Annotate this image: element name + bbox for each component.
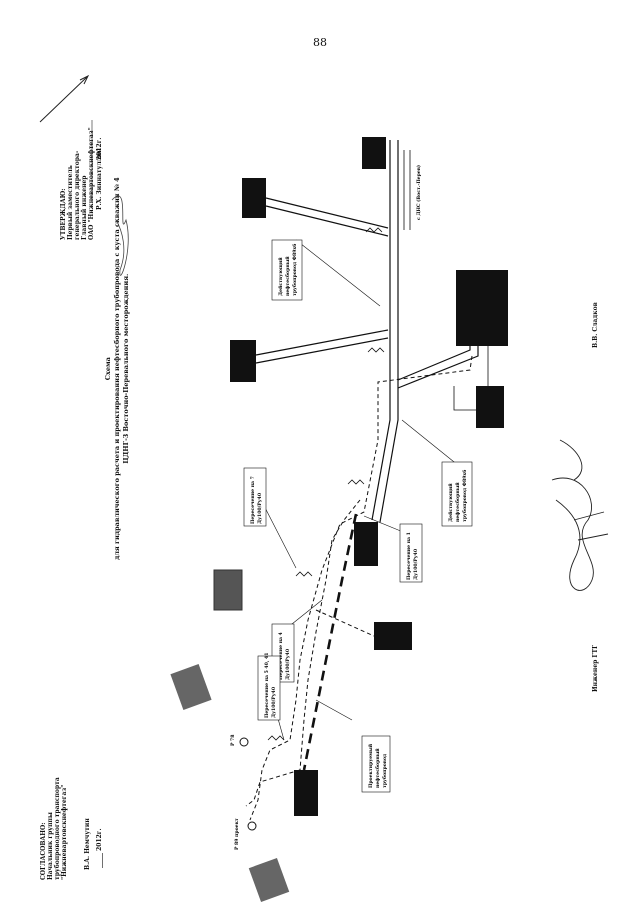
svg-text:Пересечение на 1: Пересечение на 1 (406, 532, 412, 580)
grey-block (170, 664, 212, 710)
node-r78 (239, 737, 249, 747)
projected-pipeline (302, 513, 358, 771)
node-r89 (247, 821, 257, 831)
grey-block (248, 857, 290, 903)
approval-signature (39, 74, 90, 123)
grey-block (213, 569, 243, 611)
crossing-symbols (267, 227, 385, 741)
facility-block (374, 622, 412, 650)
dns-label: с ДНС (Вост.-Перев) (415, 165, 422, 220)
node-r78-label: Р 78 (230, 735, 236, 746)
facility-block (456, 270, 508, 346)
svg-text:нефтесборный: нефтесборный (374, 748, 381, 788)
label-crossing-3: Пересечение на 7 Ду100/Ру40 (243, 467, 267, 527)
approval-scribble (111, 195, 129, 276)
connector-line (453, 386, 476, 411)
page-number: 88 (313, 36, 327, 49)
svg-text:Ду100/Ру40: Ду100/Ру40 (285, 649, 291, 680)
svg-text:Действующий: Действующий (447, 483, 454, 522)
svg-text:нефтесборный: нефтесборный (454, 482, 461, 522)
svg-text:трубопровод: трубопровод (381, 754, 388, 788)
svg-text:трубопровод Ф89x6: трубопровод Ф89x6 (291, 244, 298, 296)
svg-text:Пересечение на 7: Пересечение на 7 (250, 476, 256, 524)
svg-text:Ду100/Ру40: Ду100/Ру40 (413, 549, 419, 580)
projected-network (245, 355, 473, 821)
facility-block (242, 178, 266, 218)
label-existing-top: Действующий нефтесборный трубопровод Ф89… (271, 239, 303, 301)
svg-text:Проектируемый: Проектируемый (367, 743, 374, 788)
node-r89-label: Р 89 проект (234, 818, 240, 850)
facility-block (294, 770, 318, 816)
svg-text:Ду100/Ру40: Ду100/Ру40 (271, 687, 277, 718)
handwritten-signature (551, 439, 609, 591)
existing-pipeline (255, 140, 479, 523)
label-existing-bottom: Действующий нефтесборный трубопровод Ф89… (441, 461, 473, 527)
svg-text:Пересечение на 5 40, 41: Пересечение на 5 40, 41 (264, 653, 270, 718)
label-projected: Проектируемый нефтесборный трубопровод (361, 735, 391, 793)
facility-block (230, 340, 256, 382)
svg-text:Ду100/Ру40: Ду100/Ру40 (257, 493, 263, 524)
facility-block (354, 522, 378, 566)
facility-block (362, 137, 386, 169)
svg-text:трубопровод Ф89x6: трубопровод Ф89x6 (461, 470, 468, 522)
svg-text:Действующий: Действующий (277, 257, 284, 296)
svg-text:нефтесборный: нефтесборный (284, 256, 291, 296)
facility-block (476, 386, 504, 428)
label-crossing-1: Пересечение на 1 Ду100/Ру40 (399, 523, 423, 583)
label-crossing-4: Пересечение на 5 40, 41 Ду100/Ру40 (257, 653, 281, 721)
svg-text:Пересечение на 4: Пересечение на 4 (278, 631, 284, 680)
